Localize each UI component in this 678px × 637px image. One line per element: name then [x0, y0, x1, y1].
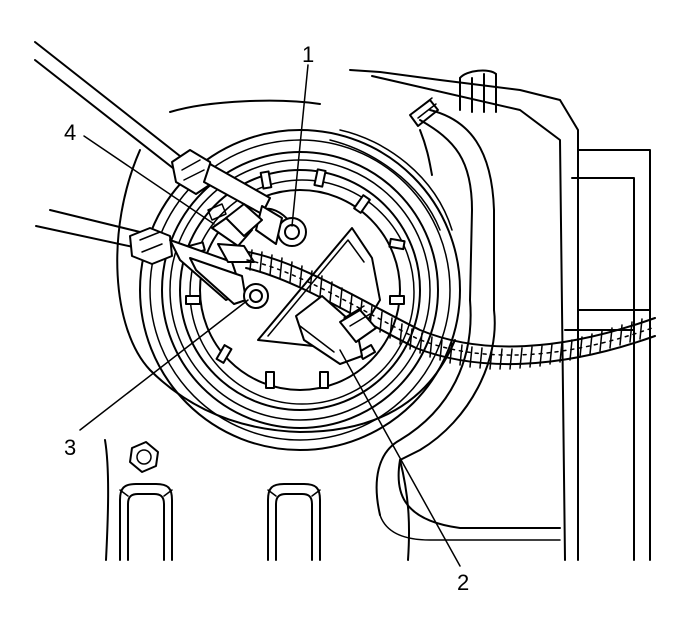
leader-lines [79, 64, 461, 567]
leader-line-1 [291, 64, 309, 227]
tank-bolt [129, 441, 159, 473]
tank-seam [104, 439, 411, 561]
electrical-connector [295, 295, 377, 365]
tank-strap-right [267, 483, 321, 561]
callout-1: 1 [302, 42, 314, 67]
tank-housing [349, 69, 651, 561]
lock-ring-tabs [185, 168, 406, 389]
callout-2: 2 [457, 570, 469, 595]
leader-line-3 [79, 299, 249, 431]
electrical-harness [245, 249, 656, 370]
callout-4: 4 [64, 120, 76, 145]
callout-3: 3 [64, 435, 76, 460]
fuel-feed-line [34, 41, 186, 249]
leader-line-2 [339, 349, 461, 567]
vent-fitting [409, 97, 439, 176]
return-port [243, 283, 269, 309]
supply-port [255, 205, 307, 247]
tank-strap-left [119, 483, 173, 561]
leader-line-4 [83, 135, 215, 225]
lower-line-nut [129, 227, 247, 305]
tank-opening-rings [116, 99, 461, 451]
